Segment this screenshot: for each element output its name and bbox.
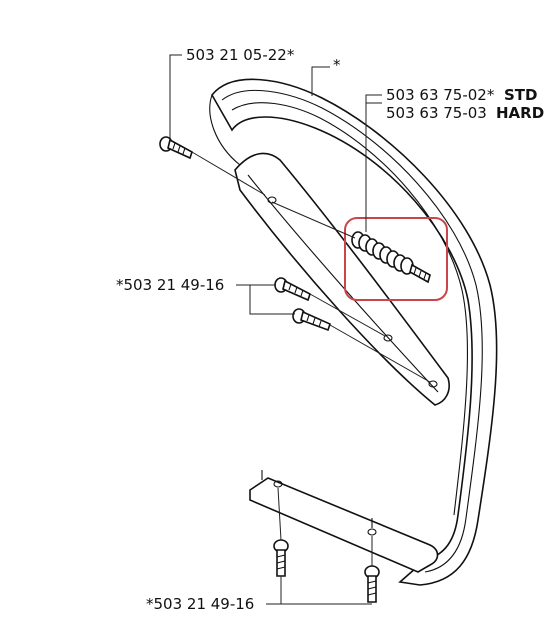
- damper-highlight-box: [344, 217, 448, 301]
- label-damper-hard-code: 503 63 75-03: [386, 104, 487, 122]
- label-damper-hard-grade: HARD: [496, 104, 544, 122]
- front-handle-bar: [209, 78, 498, 586]
- mid-bolt-upper: [274, 277, 311, 302]
- handle-brace: [234, 152, 450, 406]
- bottom-bracket: [249, 470, 439, 573]
- bottom-bolt-right: [364, 565, 380, 603]
- damper-spring: [351, 231, 431, 284]
- mid-bolt-lower: [292, 308, 331, 332]
- label-damper-std-grade: STD: [504, 86, 538, 104]
- top-bolt: [159, 136, 193, 160]
- vibration-damper: [344, 217, 448, 301]
- label-top-bolt: 503 21 05-22*: [186, 46, 295, 64]
- bottom-bolt-left: [273, 539, 289, 577]
- label-handle-star: *: [333, 56, 341, 74]
- label-bottom-bolts: *503 21 49-16: [146, 595, 254, 613]
- label-damper-std-code: 503 63 75-02*: [386, 86, 495, 104]
- leader-lines: [169, 54, 431, 605]
- label-mid-bolts: *503 21 49-16: [116, 276, 224, 294]
